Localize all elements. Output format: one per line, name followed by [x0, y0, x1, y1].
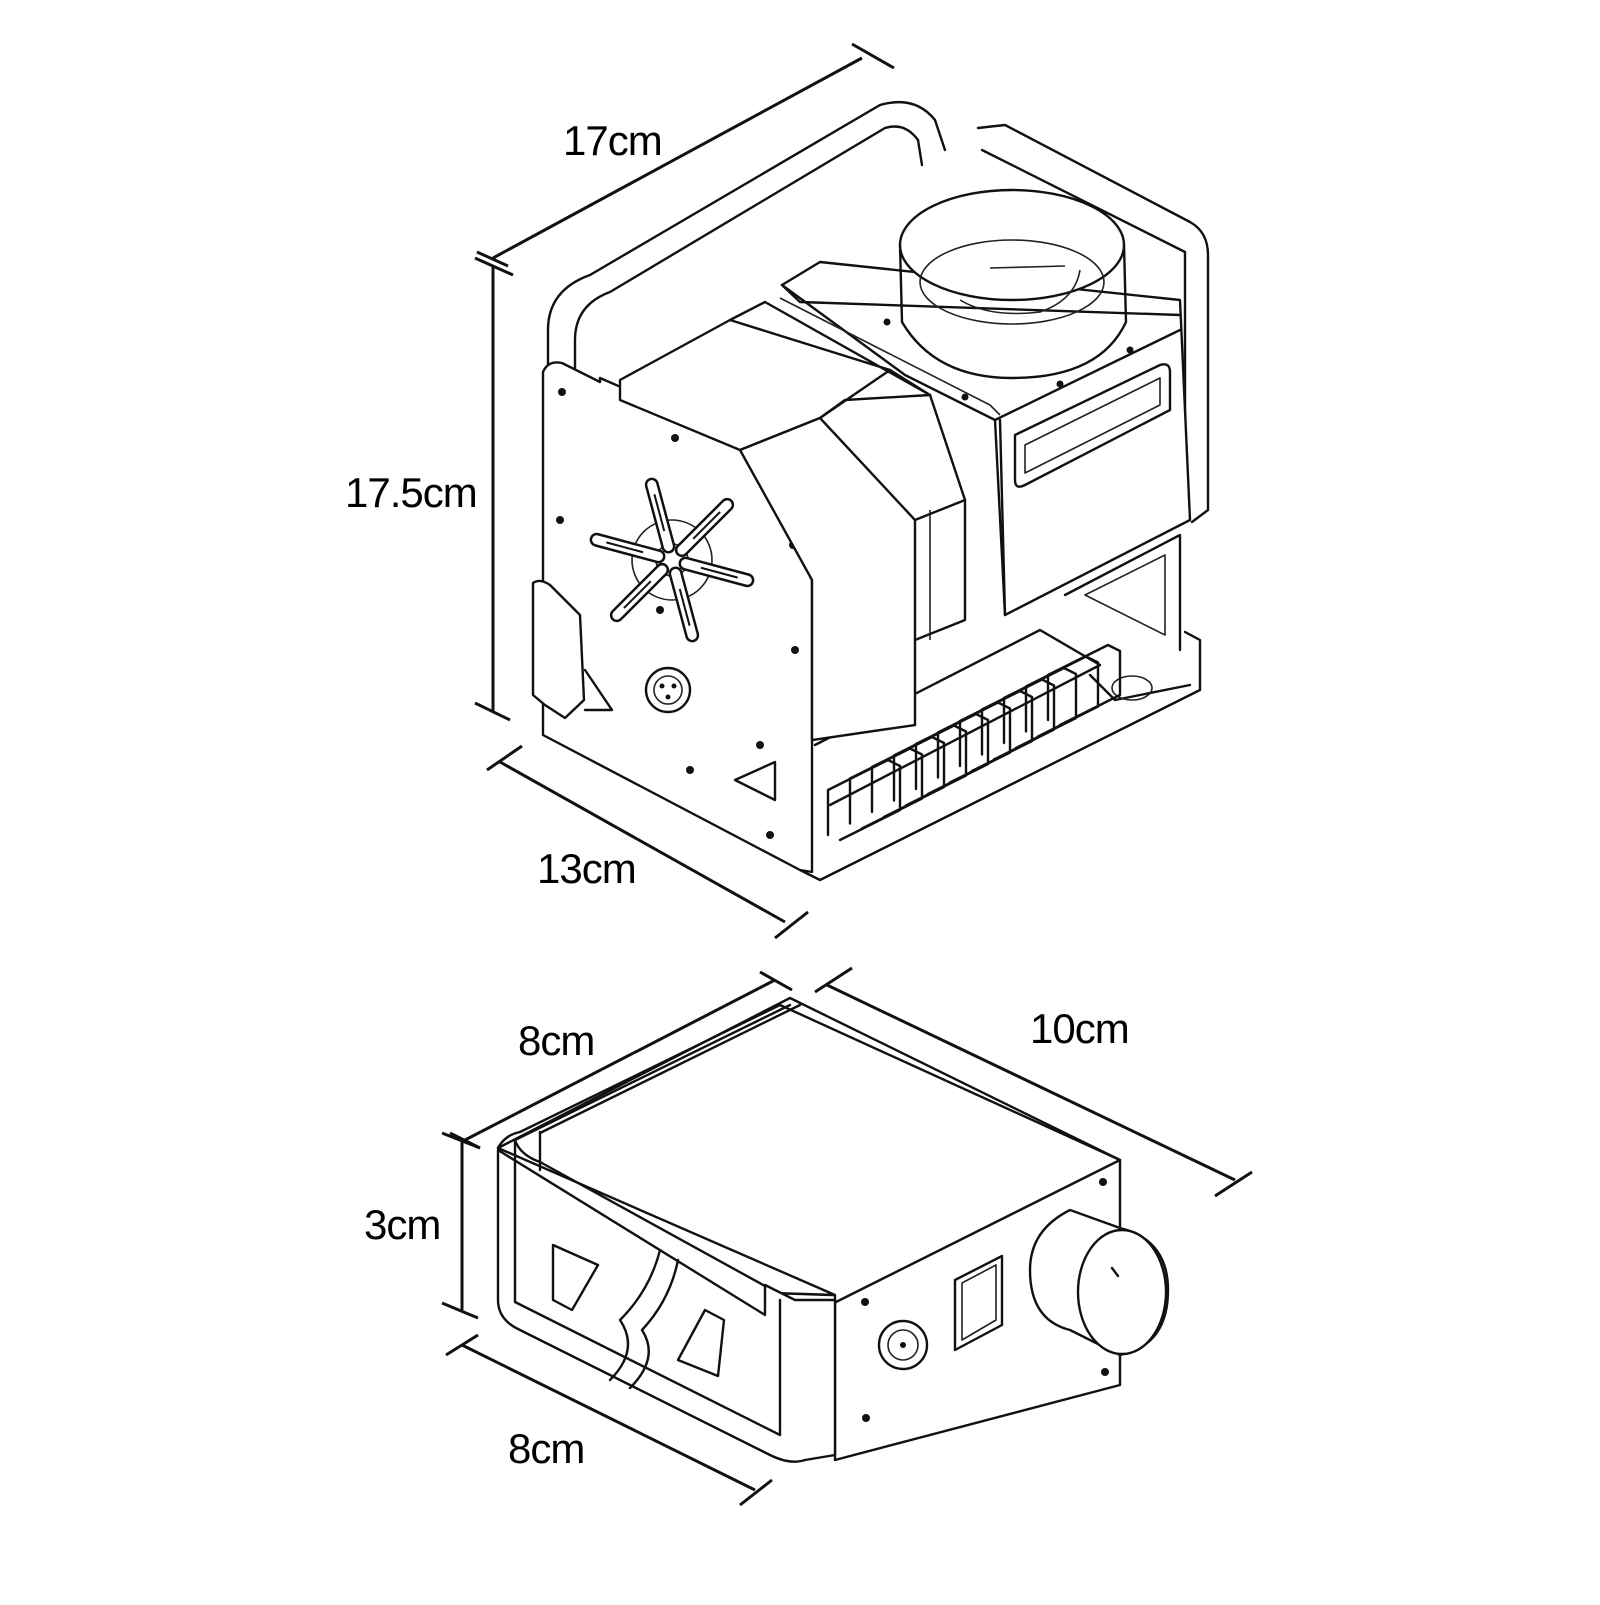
heatsink-fin	[1046, 643, 1122, 727]
projector-height-label: 17.5cm	[345, 469, 478, 516]
projector-side-panel	[541, 361, 814, 874]
controller-width-top-label: 8cm	[518, 1017, 595, 1064]
projector-lens-housing	[618, 300, 967, 742]
xlr-socket	[644, 666, 692, 714]
star-bracket-icon	[589, 477, 755, 643]
bracket-slot	[700, 566, 738, 579]
power-switch-icon	[953, 1254, 1004, 1352]
controller-height-label: 3cm	[364, 1201, 441, 1248]
fan-ring-icon	[898, 188, 1128, 380]
dc-socket-icon	[877, 1319, 929, 1371]
bracket-slot	[678, 588, 691, 626]
bracket-slot	[606, 541, 644, 554]
projector-main-body	[779, 188, 1192, 617]
bracket-slot	[623, 580, 652, 609]
projector-heatsink	[813, 628, 1122, 842]
warning-triangle-icon	[733, 760, 777, 802]
controller-unit	[496, 996, 1170, 1463]
projector-length-label: 17cm	[563, 117, 663, 164]
bracket-slot	[692, 511, 721, 540]
projector-clamp	[531, 579, 614, 720]
controller-length-label: 10cm	[1030, 1005, 1130, 1052]
cutout-left	[551, 1243, 600, 1312]
bracket-slot	[653, 494, 666, 532]
projector-label-plate	[1013, 363, 1172, 488]
control-knob-icon	[1028, 1208, 1170, 1357]
projector-unit	[531, 101, 1210, 882]
projector-dimension-lines	[474, 42, 895, 940]
cutout-right	[676, 1308, 726, 1378]
controller-dimension-lines	[441, 966, 1253, 1507]
projector-width-label: 13cm	[537, 845, 637, 892]
controller-width-bottom-label: 8cm	[508, 1425, 585, 1472]
